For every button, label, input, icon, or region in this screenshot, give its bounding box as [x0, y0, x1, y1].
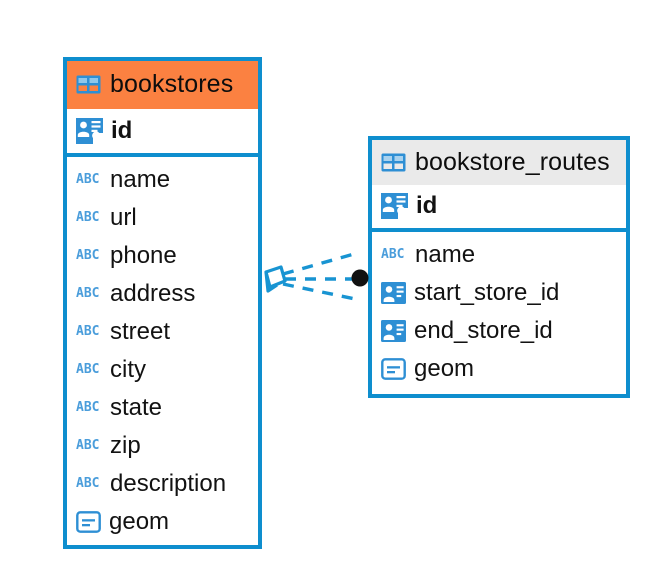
entity-header-bookstores[interactable]: bookstores	[67, 61, 258, 109]
field-label-address: address	[110, 280, 196, 308]
field-label-id: id	[111, 116, 133, 144]
field-label-end-store-id: end_store_id	[414, 317, 553, 345]
entity-title: bookstore_routes	[415, 147, 610, 176]
field-row-city[interactable]: ABC city	[67, 351, 258, 389]
entity-bookstore-routes[interactable]: bookstore_routes id ABC name	[368, 136, 630, 398]
field-label-description: description	[110, 470, 227, 498]
field-row-geom[interactable]: geom	[67, 503, 258, 541]
filled-circle-icon	[351, 269, 369, 287]
field-label-state: state	[110, 394, 163, 422]
abc-text-icon: ABC	[381, 247, 405, 262]
abc-text-icon: ABC	[76, 362, 100, 377]
geometry-icon	[381, 358, 406, 380]
field-label-geom: geom	[414, 355, 475, 383]
field-label-city: city	[110, 356, 146, 384]
geometry-icon	[76, 511, 101, 533]
field-label-geom: geom	[109, 508, 170, 536]
field-row-address[interactable]: ABC address	[67, 275, 258, 313]
field-label-name: name	[110, 166, 171, 194]
relationship-line-lower	[282, 282, 357, 301]
field-list-bookstores: ABC name ABC url ABC phone ABC address A…	[67, 157, 258, 547]
foreign-key-icon	[381, 320, 406, 342]
table-icon	[76, 75, 101, 94]
abc-text-icon: ABC	[76, 400, 100, 415]
abc-text-icon: ABC	[76, 248, 100, 263]
field-label-id: id	[416, 192, 438, 220]
abc-text-icon: ABC	[76, 476, 100, 491]
field-list-bookstore-routes: ABC name start_store_id	[372, 232, 626, 394]
field-row-description[interactable]: ABC description	[67, 465, 258, 503]
field-row-geom[interactable]: geom	[372, 350, 626, 388]
field-label-url: url	[110, 204, 137, 232]
abc-text-icon: ABC	[76, 210, 100, 225]
table-icon	[381, 153, 406, 171]
field-row-start-store-id[interactable]: start_store_id	[372, 274, 626, 312]
entity-bookstores[interactable]: bookstores id ABC name	[63, 57, 262, 549]
entity-header-bookstore-routes[interactable]: bookstore_routes	[372, 140, 626, 185]
field-label-street: street	[110, 318, 171, 346]
field-row-street[interactable]: ABC street	[67, 313, 258, 351]
field-row-zip[interactable]: ABC zip	[67, 427, 258, 465]
abc-text-icon: ABC	[76, 286, 100, 301]
crows-foot-icon	[264, 265, 287, 293]
field-row-id[interactable]: id	[67, 109, 258, 157]
field-label-phone: phone	[110, 242, 177, 270]
abc-text-icon: ABC	[76, 172, 100, 187]
primary-key-icon	[76, 117, 103, 144]
field-row-end-store-id[interactable]: end_store_id	[372, 312, 626, 350]
field-label-zip: zip	[110, 432, 141, 460]
field-row-name[interactable]: ABC name	[372, 236, 626, 274]
foreign-key-icon	[381, 282, 406, 304]
field-row-url[interactable]: ABC url	[67, 199, 258, 237]
field-row-name[interactable]: ABC name	[67, 161, 258, 199]
field-row-id[interactable]: id	[372, 185, 626, 232]
field-row-phone[interactable]: ABC phone	[67, 237, 258, 275]
field-row-state[interactable]: ABC state	[67, 389, 258, 427]
field-label-name: name	[415, 241, 476, 269]
primary-key-icon	[381, 193, 408, 219]
abc-text-icon: ABC	[76, 324, 100, 339]
entity-title: bookstores	[110, 70, 234, 99]
abc-text-icon: ABC	[76, 438, 100, 453]
field-label-start-store-id: start_store_id	[414, 279, 560, 307]
relationship-line-upper	[282, 252, 356, 276]
